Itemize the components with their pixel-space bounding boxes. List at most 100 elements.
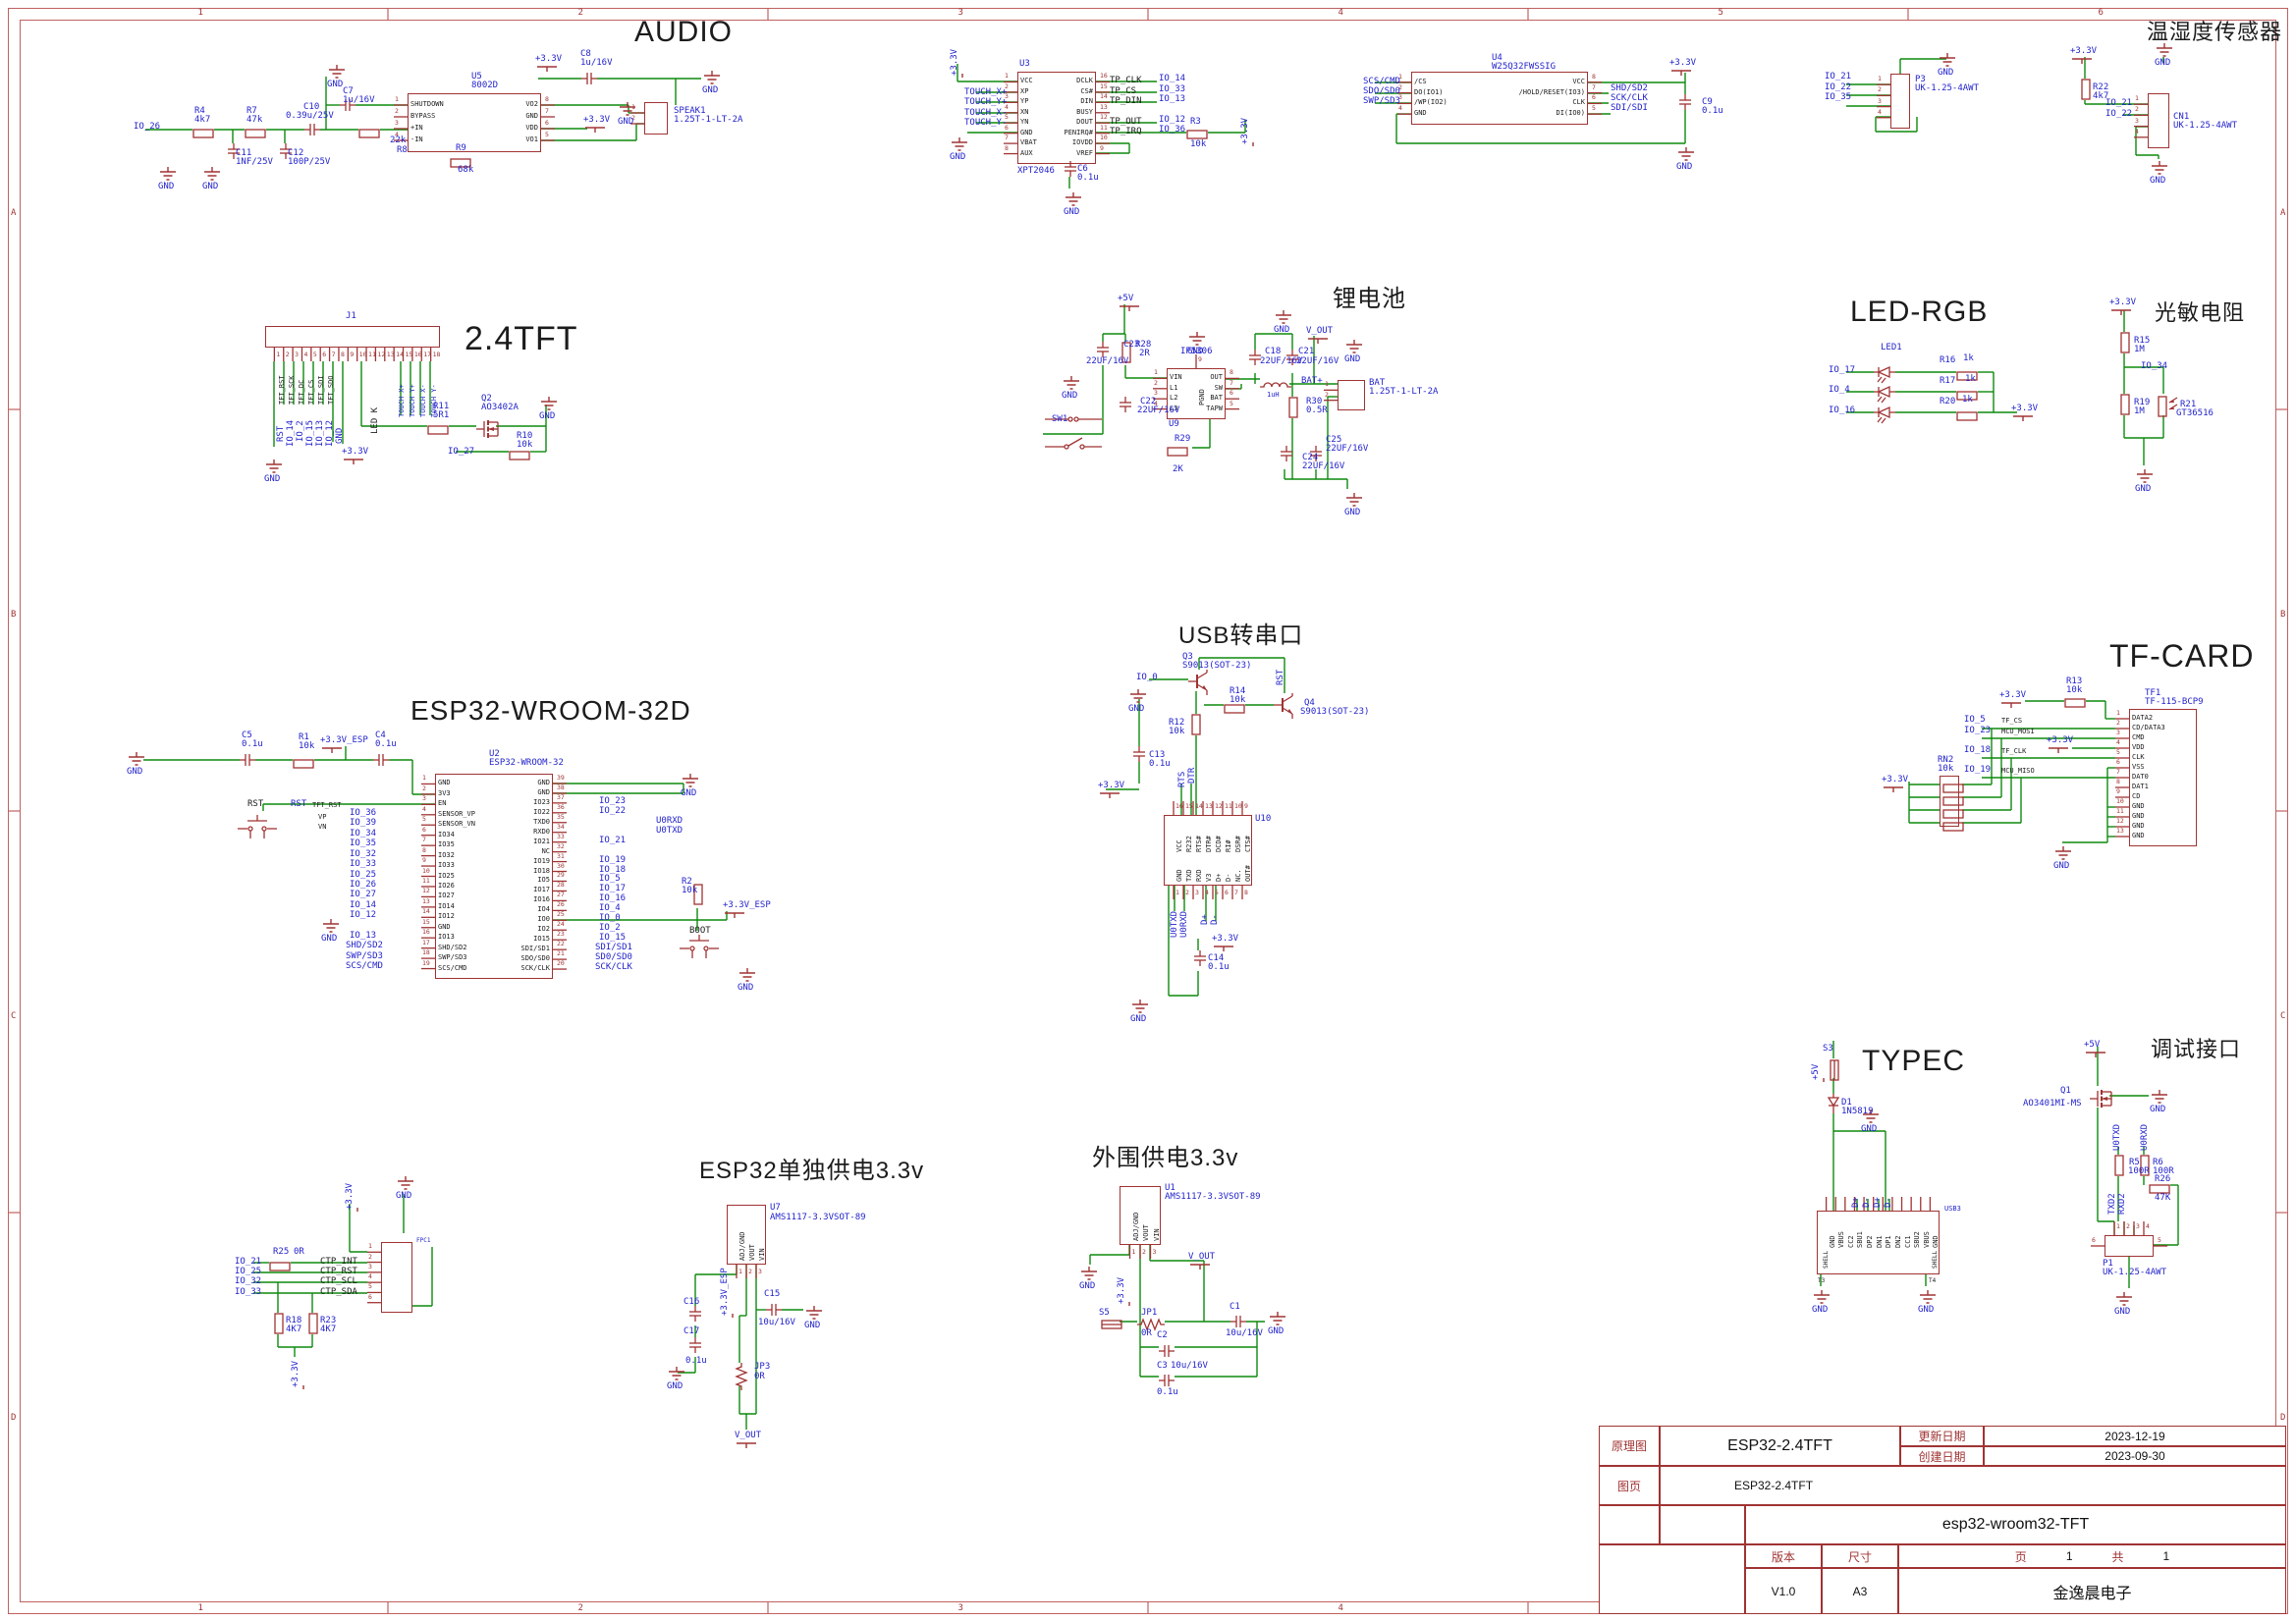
cap-symbol[interactable] <box>1118 397 1133 417</box>
net-label[interactable]: IO_19 <box>599 855 627 865</box>
pin-number[interactable]: 4 <box>1154 399 1158 407</box>
net-label[interactable]: RTS <box>1177 771 1187 787</box>
pin-number[interactable]: 2 <box>631 114 635 122</box>
net-label[interactable]: IO_27 <box>448 447 475 457</box>
pin-number[interactable]: 4 <box>2116 738 2120 746</box>
gnd-label[interactable]: GND <box>1268 1326 1285 1336</box>
net-label[interactable]: 0R <box>294 1247 304 1257</box>
power-rail-label[interactable]: +3.3V_ESP <box>320 735 368 745</box>
total-value[interactable]: 1 <box>2162 1549 2170 1563</box>
power-rail-label[interactable]: +3.3V <box>1669 58 1697 68</box>
net-label[interactable]: P1 <box>2103 1259 2113 1269</box>
pin-number[interactable]: 4 <box>395 131 399 138</box>
net-label[interactable]: U2 <box>489 749 500 759</box>
pin-name[interactable]: DP2 <box>1866 1235 1875 1248</box>
pin-number[interactable]: 6 <box>1230 389 1233 398</box>
pin-number[interactable]: 9 <box>1244 802 1248 810</box>
res-symbol[interactable] <box>2114 1155 2124 1181</box>
net-label[interactable]: 10u/16V <box>758 1318 795 1327</box>
net-label[interactable]: TFT_DC <box>298 379 305 405</box>
net-label[interactable]: U0RXD <box>2140 1123 2150 1151</box>
pin-name[interactable]: VBUS <box>1922 1231 1931 1248</box>
net-label[interactable]: SDO/SD0 <box>1363 86 1400 96</box>
pin-number[interactable]: 12 <box>1215 802 1223 810</box>
net-label[interactable]: D- <box>1884 1197 1893 1208</box>
net-label[interactable]: IO_4 <box>599 903 621 913</box>
net-label[interactable]: C10 <box>303 102 320 112</box>
net-label[interactable]: W25Q32FWSSIG <box>1492 62 1557 72</box>
res-symbol[interactable] <box>2081 79 2091 105</box>
net-label[interactable]: 0.5R <box>1306 406 1328 415</box>
pin-name[interactable]: D- <box>1225 873 1232 882</box>
pin-number[interactable]: 18 <box>422 948 430 957</box>
pin-number[interactable]: 12 <box>1100 113 1108 122</box>
gnd-symbol[interactable] <box>2154 43 2175 63</box>
pin-number[interactable]: 7 <box>545 107 549 115</box>
net-label[interactable]: TFT_SCK <box>288 375 296 405</box>
gnd-label[interactable]: GND <box>1128 704 1145 714</box>
net-label[interactable]: IO_4 <box>1829 385 1850 395</box>
pin-number[interactable]: 34 <box>557 822 565 831</box>
pin-name[interactable]: OUT <box>1210 373 1223 382</box>
pin-name[interactable]: NC. <box>1234 869 1242 882</box>
cap-symbol[interactable] <box>1230 1314 1246 1334</box>
net-label[interactable]: IO_14 <box>350 900 377 910</box>
pin-number[interactable]: 2 <box>1398 82 1402 91</box>
pin-number[interactable]: 10 <box>1100 134 1108 142</box>
net-label[interactable]: XPT2046 <box>1017 166 1055 176</box>
pin-name[interactable]: VDD <box>2132 743 2145 751</box>
pin-number[interactable]: 10 <box>422 866 430 875</box>
pin-name[interactable]: GND <box>1020 128 1033 136</box>
pin-number[interactable]: 1 <box>422 774 426 783</box>
net-label[interactable]: BOOT <box>689 926 711 936</box>
led-symbol[interactable] <box>1874 406 1897 430</box>
pmos-symbol[interactable] <box>2090 1086 2115 1116</box>
net-label[interactable]: RST <box>291 799 307 809</box>
pin-number[interactable]: 29 <box>557 871 565 880</box>
net-label[interactable]: C9 <box>1702 97 1713 107</box>
pin-name[interactable]: IO15 <box>533 935 550 944</box>
pin-name[interactable]: GND <box>2132 802 2145 810</box>
pin-name[interactable]: DCLK <box>1076 77 1093 85</box>
net-label[interactable]: ESP32-WROOM-32 <box>489 758 564 768</box>
gnd-label[interactable]: GND <box>2135 484 2152 494</box>
net-label[interactable]: C11 <box>236 148 252 158</box>
gnd-label[interactable]: GND <box>2053 861 2070 871</box>
net-label[interactable]: D+ <box>1200 914 1210 925</box>
gnd-symbol[interactable] <box>263 460 285 479</box>
net-label[interactable]: 4k7 <box>194 115 211 125</box>
title-block-created-date[interactable]: 2023-09-30 <box>1984 1446 2286 1466</box>
gnd-label[interactable]: GND <box>1274 325 1290 335</box>
net-label[interactable]: 5R1 <box>433 410 450 420</box>
pin-name[interactable]: GND <box>438 779 451 787</box>
pin-name[interactable]: CLK <box>1572 98 1585 107</box>
net-label[interactable]: IO_12 <box>350 910 377 920</box>
pin-number[interactable]: 7 <box>331 351 336 358</box>
gnd-symbol[interactable] <box>666 1367 687 1386</box>
pin-number[interactable]: 4 <box>368 1272 372 1281</box>
pin-name[interactable]: IO16 <box>533 895 550 904</box>
net-label[interactable]: C4 <box>375 730 386 740</box>
pin-number[interactable]: 1 <box>1175 889 1179 896</box>
net-label[interactable]: CTP_INT <box>320 1257 357 1267</box>
net-label[interactable]: SCS/CMD <box>1363 77 1400 86</box>
cap-symbol[interactable] <box>1247 350 1263 370</box>
power-rail-label[interactable]: +5V <box>1811 1063 1821 1080</box>
net-label[interactable]: MCU_MOSI <box>2001 728 2035 735</box>
net-label[interactable]: R6 <box>2153 1158 2163 1167</box>
net-label[interactable]: 100R <box>2153 1166 2174 1176</box>
res-symbol[interactable] <box>2140 1155 2150 1181</box>
power-rail-label[interactable]: +3.3V <box>345 1182 355 1210</box>
cap-symbol[interactable] <box>1192 950 1208 971</box>
pin-name[interactable]: CC2 <box>1846 1235 1855 1248</box>
net-label[interactable]: BAT+ <box>1301 376 1323 386</box>
net-label[interactable]: TP_IRQ <box>1110 127 1142 136</box>
res-symbol[interactable] <box>1942 819 1964 837</box>
net-label[interactable]: T3 <box>1818 1277 1826 1284</box>
pin-name[interactable]: VBAT <box>1020 138 1037 147</box>
net-label[interactable]: 47K <box>2155 1193 2171 1203</box>
pin-number[interactable]: 4 <box>2146 1222 2150 1230</box>
net-label[interactable]: IO_34 <box>350 829 377 838</box>
net-label[interactable]: 22UF/16V <box>1260 356 1303 366</box>
pin-name[interactable]: DTR# <box>1205 836 1213 852</box>
